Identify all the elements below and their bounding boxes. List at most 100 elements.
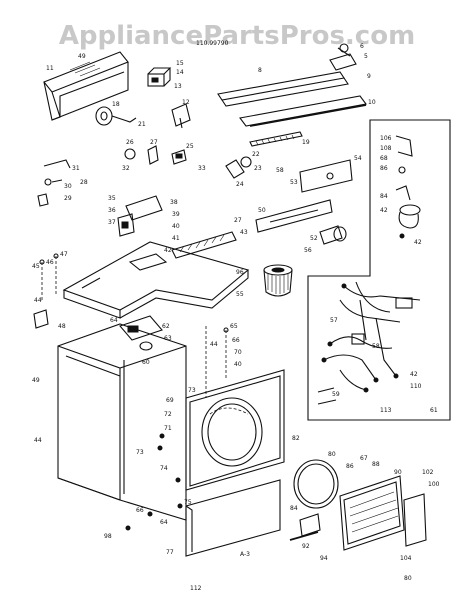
part-label-35: 35	[108, 195, 116, 202]
part-label-37: 37	[108, 219, 116, 226]
part-label-33: 33	[198, 165, 206, 172]
part-label-53: 53	[290, 179, 298, 186]
part-label-12: 12	[182, 99, 190, 106]
switch-part	[171, 103, 191, 129]
watermark-text: AppliancePartsPros.com	[59, 21, 415, 51]
part-label-5: 5	[364, 53, 368, 60]
part-label-42b: 42	[380, 207, 388, 214]
part-label-55: 55	[236, 291, 244, 298]
part-label-22: 22	[252, 151, 260, 158]
part-label-102: 102	[422, 469, 434, 476]
part-label-42: 42	[164, 247, 172, 254]
part-label-84: 84	[290, 505, 298, 512]
part-label-38: 38	[170, 199, 178, 206]
part-label-44: 44	[34, 297, 42, 304]
part-label-73: 73	[188, 387, 196, 394]
part-label-54: 54	[354, 155, 362, 162]
part-label-49: 49	[78, 53, 86, 60]
part-label-43: 43	[240, 229, 248, 236]
part-label-9: 9	[367, 73, 371, 80]
part-label-67: 67	[360, 455, 368, 462]
screw-column	[125, 433, 183, 531]
front-panel	[185, 369, 285, 491]
part-label-39: 39	[172, 211, 180, 218]
wiring-small-parts	[395, 135, 421, 239]
part-label-42d: 42	[410, 371, 418, 378]
fastener-column-left	[33, 253, 59, 329]
part-label-27b: 27	[234, 217, 242, 224]
wiring-box	[307, 119, 451, 421]
small-bracket-left	[37, 159, 71, 207]
part-label-94: 94	[320, 555, 328, 562]
part-label-64: 64	[110, 317, 118, 324]
part-label-44c: 44	[210, 341, 218, 348]
console-panel	[43, 51, 129, 121]
part-label-21: 21	[138, 121, 146, 128]
part-label-31: 31	[72, 165, 80, 172]
part-label-65: 65	[230, 323, 238, 330]
part-label-61: 61	[430, 407, 438, 414]
part-label-32: 32	[122, 165, 130, 172]
part-label-13: 13	[174, 83, 182, 90]
part-label-6: 6	[360, 43, 364, 50]
part-label-57: 57	[330, 317, 338, 324]
part-label-24: 24	[236, 181, 244, 188]
part-label-75: 75	[184, 499, 192, 506]
part-label-11: 11	[46, 65, 54, 72]
part-label-74: 74	[160, 465, 168, 472]
motor-part	[95, 106, 137, 126]
part-label-80: 80	[328, 451, 336, 458]
door-gasket	[293, 459, 339, 509]
part-label-71: 71	[164, 425, 172, 432]
timer-part	[147, 67, 172, 87]
part-label-36: 36	[108, 207, 116, 214]
part-label-28: 28	[80, 179, 88, 186]
part-label-77: 77	[166, 549, 174, 556]
part-label-64b: 64	[160, 519, 168, 526]
model-code: 110.99790	[196, 40, 229, 47]
door-assembly	[289, 475, 427, 551]
part-label-56: 56	[304, 247, 312, 254]
part-label-58b: 58	[372, 343, 380, 350]
part-label-41: 41	[172, 235, 180, 242]
part-label-80b: 80	[404, 575, 412, 582]
part-label-87: 86	[380, 165, 388, 172]
part-label-40b: 40	[234, 361, 242, 368]
part-label-72: 72	[164, 411, 172, 418]
part-label-52: 52	[310, 235, 318, 242]
cabinet-guides	[205, 326, 229, 398]
part-label-70: 70	[234, 349, 242, 356]
part-label-47: 47	[60, 251, 68, 258]
part-label-104: 104	[400, 555, 412, 562]
part-label-113: 113	[380, 407, 392, 414]
part-label-90: 90	[394, 469, 402, 476]
part-label-108: 108	[380, 145, 392, 152]
part-label-19: 19	[302, 139, 310, 146]
part-label-85: 84	[380, 193, 388, 200]
part-label-18: 18	[112, 101, 120, 108]
part-label-26: 26	[126, 139, 134, 146]
part-label-62: 62	[162, 323, 170, 330]
lint-strip	[171, 231, 237, 259]
part-label-68: 68	[380, 155, 388, 162]
part-label-48: 48	[58, 323, 66, 330]
part-label-23: 23	[254, 165, 262, 172]
part-label-106: 106	[380, 135, 392, 142]
part-label-45: 45	[32, 263, 40, 270]
part-label-86: 86	[346, 463, 354, 470]
part-label-30: 30	[64, 183, 72, 190]
part-label-66: 66	[232, 337, 240, 344]
part-label-66b: 66	[136, 507, 144, 514]
filter-cylinder	[263, 264, 293, 297]
part-label-59: 59	[332, 391, 340, 398]
part-label-49b: 49	[32, 377, 40, 384]
part-label-100: 100	[428, 481, 440, 488]
part-label-73b: 73	[136, 449, 144, 456]
top-panel	[62, 241, 250, 319]
knob-parts	[124, 145, 187, 165]
part-label-15: 15	[176, 60, 184, 67]
part-label-8: 8	[258, 67, 262, 74]
part-label-29: 29	[64, 195, 72, 202]
part-label-60: 60	[142, 359, 150, 366]
